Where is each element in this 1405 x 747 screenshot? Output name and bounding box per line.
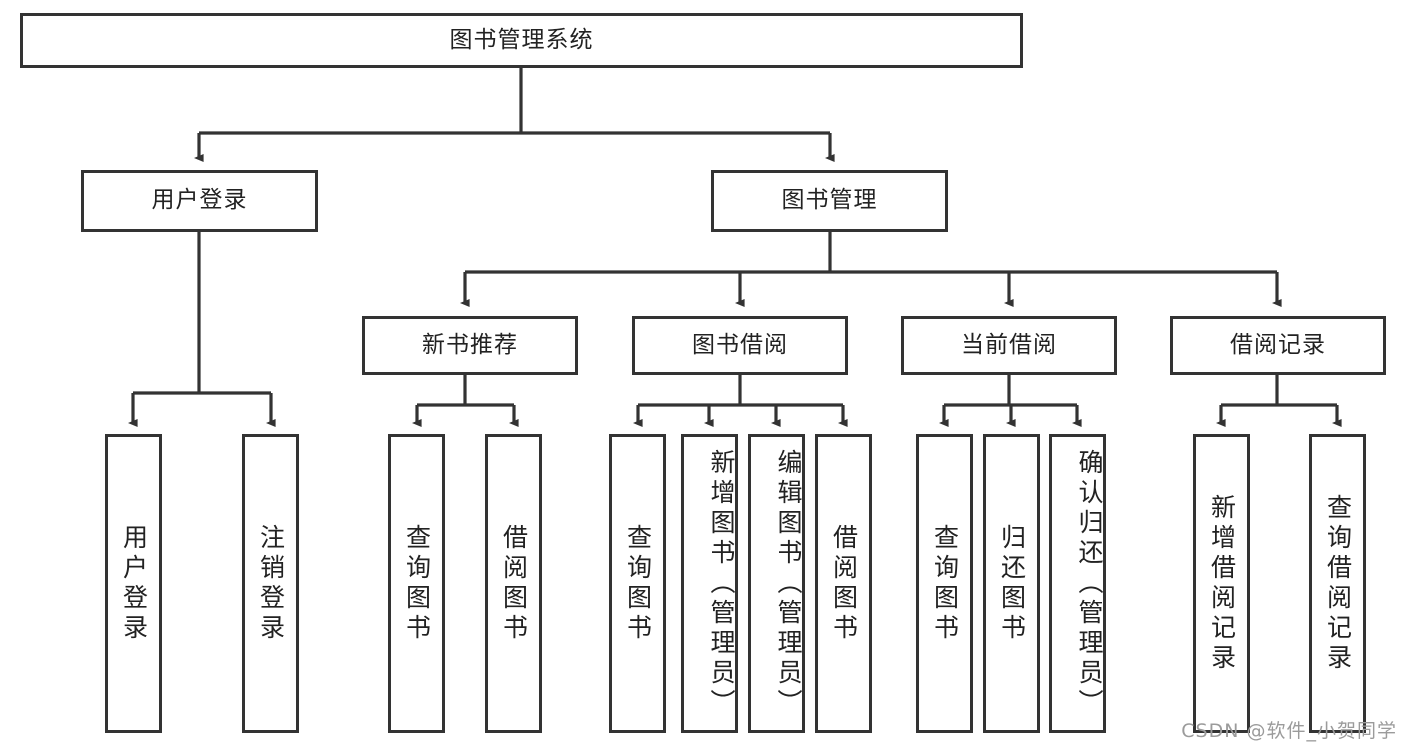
leaf-user-login[interactable]: 用户登录 <box>105 434 162 733</box>
node-label: 用户登录 <box>151 187 248 214</box>
node-label: 借阅图书 <box>829 523 859 644</box>
node-label: 图书借阅 <box>692 331 788 358</box>
node-label: 新书推荐 <box>422 331 518 358</box>
node-label: 借阅记录 <box>1230 331 1326 358</box>
node-label: 归还图书 <box>997 523 1027 644</box>
node-book-borrow[interactable]: 图书借阅 <box>632 316 848 375</box>
leaf-query-book-recommend[interactable]: 查询图书 <box>388 434 445 733</box>
leaf-confirm-return-admin[interactable]: 确认归还（管理员） <box>1049 434 1106 733</box>
node-label: 查询图书 <box>930 523 960 644</box>
node-label: 新增借阅记录 <box>1207 493 1237 674</box>
leaf-return-book[interactable]: 归还图书 <box>983 434 1040 733</box>
node-label: 用户登录 <box>119 523 149 644</box>
node-user-login[interactable]: 用户登录 <box>81 170 318 232</box>
leaf-query-book-current[interactable]: 查询图书 <box>916 434 973 733</box>
node-root-system[interactable]: 图书管理系统 <box>20 13 1023 68</box>
node-label: 图书管理 <box>781 187 878 214</box>
node-label: 注销登录 <box>256 523 286 644</box>
leaf-edit-book-admin[interactable]: 编辑图书（管理员） <box>748 434 805 733</box>
node-label: 当前借阅 <box>961 331 1057 358</box>
node-current-borrow[interactable]: 当前借阅 <box>901 316 1117 375</box>
node-label: 新增图书（管理员） <box>707 449 736 719</box>
leaf-borrow-book-recommend[interactable]: 借阅图书 <box>485 434 542 733</box>
leaf-add-book-admin[interactable]: 新增图书（管理员） <box>681 434 738 733</box>
node-label: 确认归还（管理员） <box>1075 449 1104 719</box>
node-book-management[interactable]: 图书管理 <box>711 170 948 232</box>
node-label: 借阅图书 <box>499 523 529 644</box>
node-label: 查询图书 <box>402 523 432 644</box>
node-label: 查询图书 <box>623 523 653 644</box>
leaf-query-borrow-record[interactable]: 查询借阅记录 <box>1309 434 1366 733</box>
csdn-watermark: CSDN @软件_小贺同学 <box>1181 720 1397 742</box>
leaf-logout[interactable]: 注销登录 <box>242 434 299 733</box>
node-borrow-record[interactable]: 借阅记录 <box>1170 316 1386 375</box>
node-label: 查询借阅记录 <box>1323 493 1353 674</box>
leaf-borrow-book[interactable]: 借阅图书 <box>815 434 872 733</box>
leaf-query-book-borrow[interactable]: 查询图书 <box>609 434 666 733</box>
node-label: 编辑图书（管理员） <box>774 449 803 719</box>
node-label: 图书管理系统 <box>449 26 594 53</box>
node-new-book-recommend[interactable]: 新书推荐 <box>362 316 578 375</box>
leaf-add-borrow-record[interactable]: 新增借阅记录 <box>1193 434 1250 733</box>
